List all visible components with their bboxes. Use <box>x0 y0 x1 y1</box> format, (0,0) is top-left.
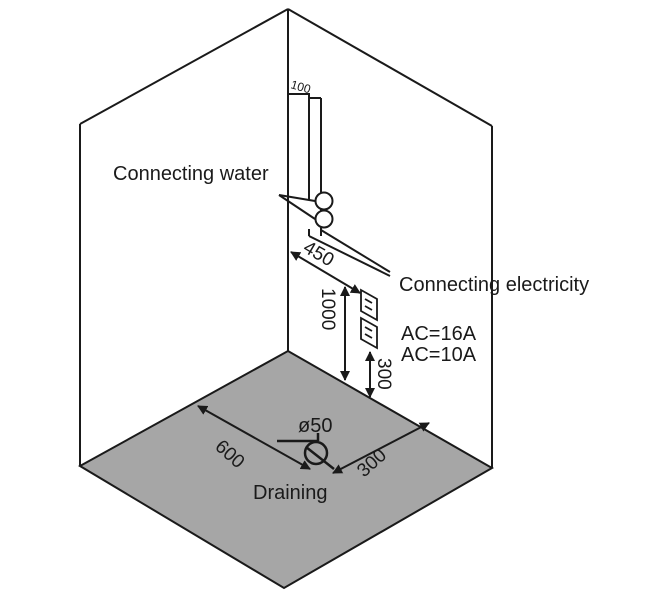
ac-16-label: AC=16A <box>401 323 477 345</box>
dim-100-label: 100 <box>289 77 312 96</box>
floor <box>77 349 495 590</box>
water-leader-lines <box>278 194 316 220</box>
walls <box>79 8 493 468</box>
diameter-label: ø50 <box>298 415 332 437</box>
ac-10-label: AC=10A <box>401 344 477 366</box>
dim-450-label: 450 <box>300 237 338 271</box>
connecting-electricity-label: Connecting electricity <box>399 274 589 296</box>
water-outlet-icon <box>314 191 334 229</box>
dim-600-line <box>197 405 311 470</box>
drain-icon <box>277 433 335 470</box>
draining-label: Draining <box>253 482 327 504</box>
dim-300-floor-line <box>332 422 430 474</box>
dim-1000-label: 1000 <box>317 288 338 330</box>
connecting-water-label: Connecting water <box>113 163 269 185</box>
dim-300-socket-label: 300 <box>373 358 394 390</box>
electrical-socket-icon <box>360 288 378 350</box>
